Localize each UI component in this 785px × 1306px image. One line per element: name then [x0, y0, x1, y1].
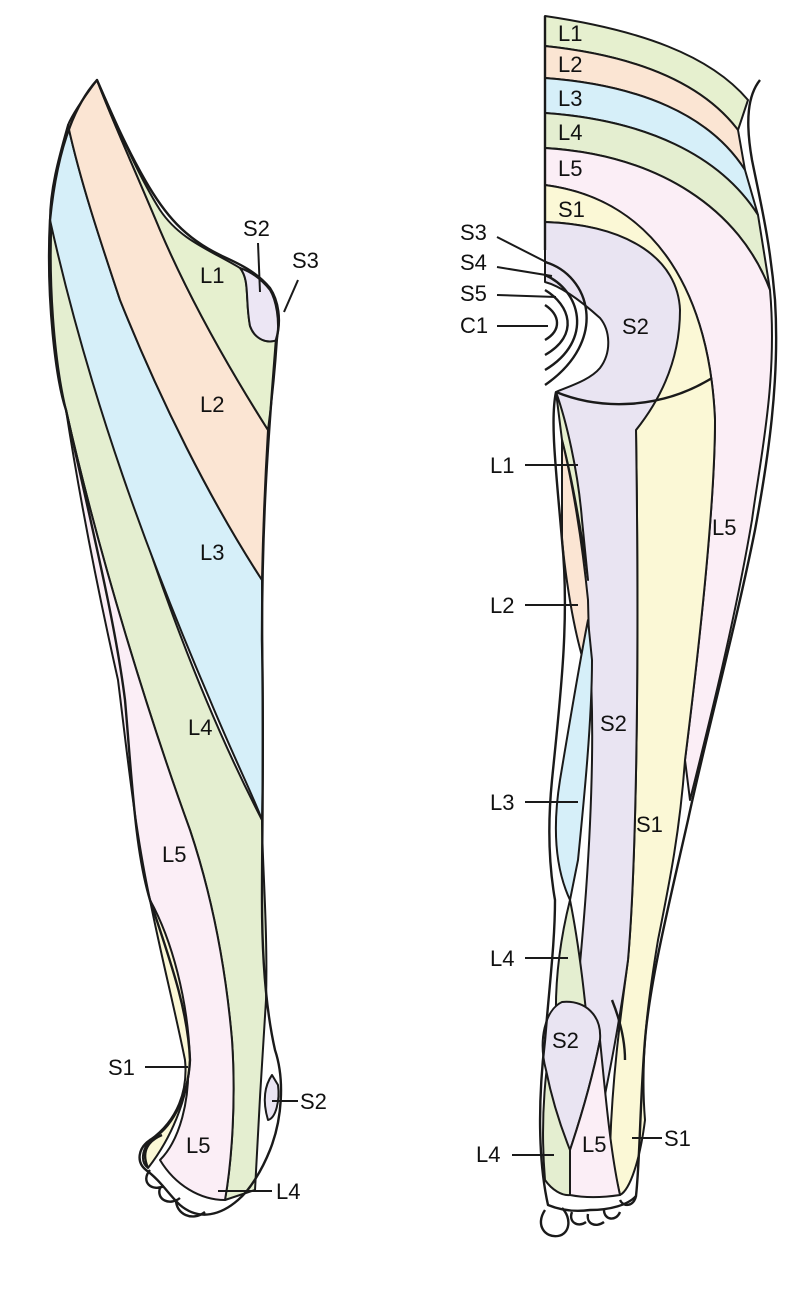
anterior-leg-outline: [47, 78, 283, 1216]
posterior-label-l4-band: L4: [558, 120, 582, 145]
posterior-zone-l3-medial: [554, 619, 593, 901]
anterior-lead-s2-top: [257, 242, 261, 293]
posterior-leg-outline: [538, 16, 778, 1212]
posterior-arc-c1: [544, 304, 559, 342]
posterior-label-l1-side: L1: [490, 453, 514, 478]
anterior-toes: [143, 1133, 206, 1218]
anterior-zone-s2-ankle: [263, 1074, 280, 1121]
posterior-arc-s4: [544, 273, 579, 372]
posterior-label-l3-side: L3: [490, 790, 514, 815]
posterior-label-l5-lateral: L5: [712, 515, 736, 540]
posterior-label-s3-ring: S3: [460, 220, 487, 245]
anterior-label-l5: L5: [162, 842, 186, 867]
anterior-lead-s3: [283, 279, 299, 313]
posterior-label-l2-side: L2: [490, 593, 514, 618]
posterior-gluteal-fold: [555, 376, 713, 406]
posterior-label-s2-heel: S2: [552, 1028, 579, 1053]
posterior-label-l5-band: L5: [558, 156, 582, 181]
posterior-arc-s3: [544, 260, 588, 386]
posterior-label-l2-band: L2: [558, 52, 582, 77]
posterior-zone-l5-sole: [569, 1039, 621, 1199]
posterior-label-l1-band: L1: [558, 21, 582, 46]
posterior-lead-s4: [496, 266, 553, 277]
anterior-label-l5-foot: L5: [186, 1133, 210, 1158]
anterior-label-l2: L2: [200, 392, 224, 417]
posterior-label-s1-sole: S1: [664, 1126, 691, 1151]
anterior-label-s2-top: S2: [243, 216, 270, 241]
posterior-toes: [539, 1195, 638, 1238]
anterior-label-l1: L1: [200, 263, 224, 288]
posterior-arc-s5: [544, 288, 569, 357]
anterior-label-s1-ankle: S1: [108, 1055, 135, 1080]
posterior-label-l5-sole: L5: [582, 1132, 606, 1157]
posterior-label-l4-side: L4: [490, 946, 514, 971]
anterior-label-l4-foot: L4: [276, 1179, 300, 1204]
posterior-label-s1-band: S1: [558, 197, 585, 222]
posterior-label-c1-ring: C1: [460, 313, 488, 338]
posterior-label-l4-sole: L4: [476, 1142, 500, 1167]
posterior-label-s2-calf: S2: [600, 711, 627, 736]
anterior-zone-l5: [65, 409, 235, 1201]
posterior-label-s2-buttock: S2: [622, 314, 649, 339]
posterior-leg: L1 L2 L3 L4 L5 S1 S3 S4 S5 C1 S2 L1 L2 L…: [460, 15, 778, 1238]
anterior-label-l3: L3: [200, 540, 224, 565]
posterior-label-s1-lateral: S1: [636, 812, 663, 837]
posterior-lead-s3: [496, 236, 549, 264]
posterior-lead-s5: [496, 294, 557, 298]
anterior-leg: L1 S2 S3 L2 L3 L4 L5 S1 S2 L5 L4: [47, 78, 327, 1218]
posterior-label-s5-ring: S5: [460, 281, 487, 306]
anterior-label-s2-ankle: S2: [300, 1089, 327, 1114]
posterior-label-l3-band: L3: [558, 86, 582, 111]
posterior-calf-line: [610, 999, 627, 1061]
anterior-label-l4: L4: [188, 715, 212, 740]
posterior-label-s4-ring: S4: [460, 250, 487, 275]
anterior-label-s3: S3: [292, 248, 319, 273]
